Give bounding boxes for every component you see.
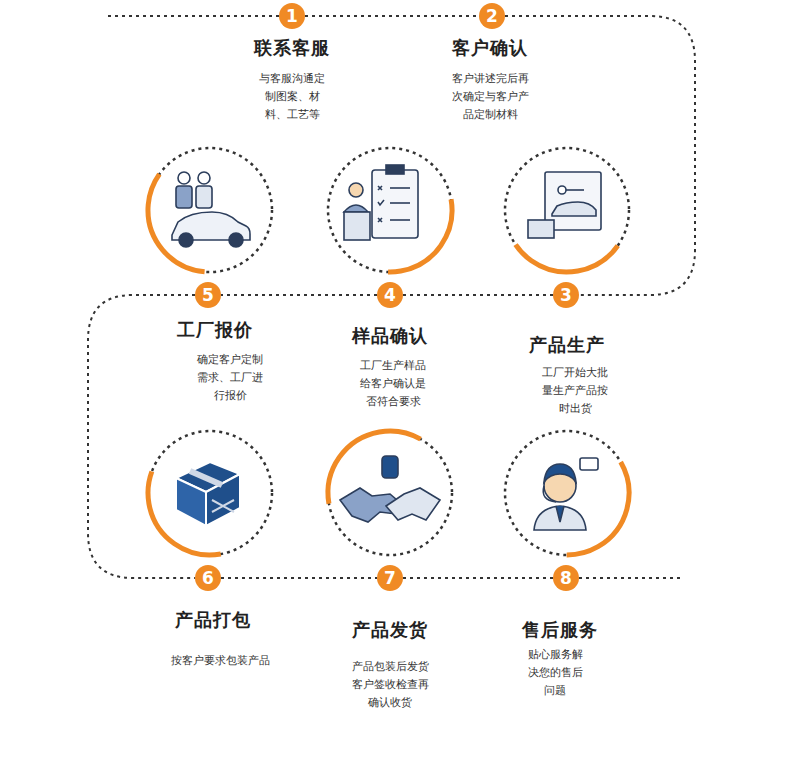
icon-circle (482, 408, 651, 577)
icon-circle (481, 124, 654, 297)
step-number-circle: 5工厂报价确定客户定制需求、工厂进行报价 (195, 282, 221, 308)
step-number: 3 (553, 282, 579, 308)
step-title: 产品生产 (529, 333, 605, 357)
step-number: 4 (377, 282, 403, 308)
step-number-circle: 6产品打包按客户要求包装产品 (195, 565, 221, 591)
dotted-connector (403, 577, 553, 579)
step-description: 与客服沟通定制图案、材料、工艺等 (257, 70, 327, 124)
box-icon (176, 462, 240, 526)
icon-circle (138, 421, 282, 565)
icon-circle (318, 138, 462, 282)
dotted-connector (305, 15, 479, 17)
dotted-connector (221, 577, 377, 579)
lead-line (108, 15, 279, 17)
tail-line (579, 577, 682, 579)
icon-circle (318, 421, 462, 565)
step-number-circle: 7产品发货产品包装后发货客户签收检查再确认收货 (377, 565, 403, 591)
step-number: 2 (479, 3, 505, 29)
step-description: 工厂开始大批量生产产品按时出货 (539, 364, 611, 418)
icon-circle (143, 143, 277, 277)
dotted-connector (403, 294, 553, 296)
step-number-circle: 2客户确认客户讲述完后再次确定与客户产品定制材料 (479, 3, 505, 29)
step-title: 样品确认 (352, 324, 428, 348)
step-description: 确定客户定制需求、工厂进行报价 (194, 351, 266, 405)
dotted-connector (221, 294, 377, 296)
step-title: 售后服务 (522, 618, 598, 642)
step-number-circle: 3产品生产工厂开始大批量生产产品按时出货 (553, 282, 579, 308)
agent-icon (534, 458, 598, 530)
clipboard-icon (344, 165, 418, 240)
step-number-circle: 4样品确认工厂生产样品给客户确认是否符合要求 (377, 282, 403, 308)
handshake-icon (340, 456, 440, 522)
step-number: 6 (195, 565, 221, 591)
step-description: 贴心服务解决您的售后问题 (525, 646, 585, 700)
step-number-circle: 8售后服务贴心服务解决您的售后问题 (553, 565, 579, 591)
step-description: 产品包装后发货客户签收检查再确认收货 (348, 658, 432, 712)
step-description: 工厂生产样品给客户确认是否符合要求 (357, 357, 429, 411)
step-description: 客户讲述完后再次确定与客户产品定制材料 (449, 70, 531, 124)
dotted-connector (505, 16, 695, 295)
step-title: 联系客服 (254, 36, 330, 60)
step-title: 工厂报价 (177, 318, 253, 342)
step-number: 8 (553, 565, 579, 591)
step-number: 1 (279, 3, 305, 29)
step-title: 客户确认 (452, 36, 528, 60)
step-title: 产品发货 (352, 618, 428, 642)
step-number: 5 (195, 282, 221, 308)
step-number: 7 (377, 565, 403, 591)
step-description: 按客户要求包装产品 (150, 652, 290, 670)
step-number-circle: 1联系客服与客服沟通定制图案、材料、工艺等 (279, 3, 305, 29)
step-title: 产品打包 (175, 608, 251, 632)
people-car-icon (172, 172, 250, 247)
key-car-icon (528, 172, 601, 238)
